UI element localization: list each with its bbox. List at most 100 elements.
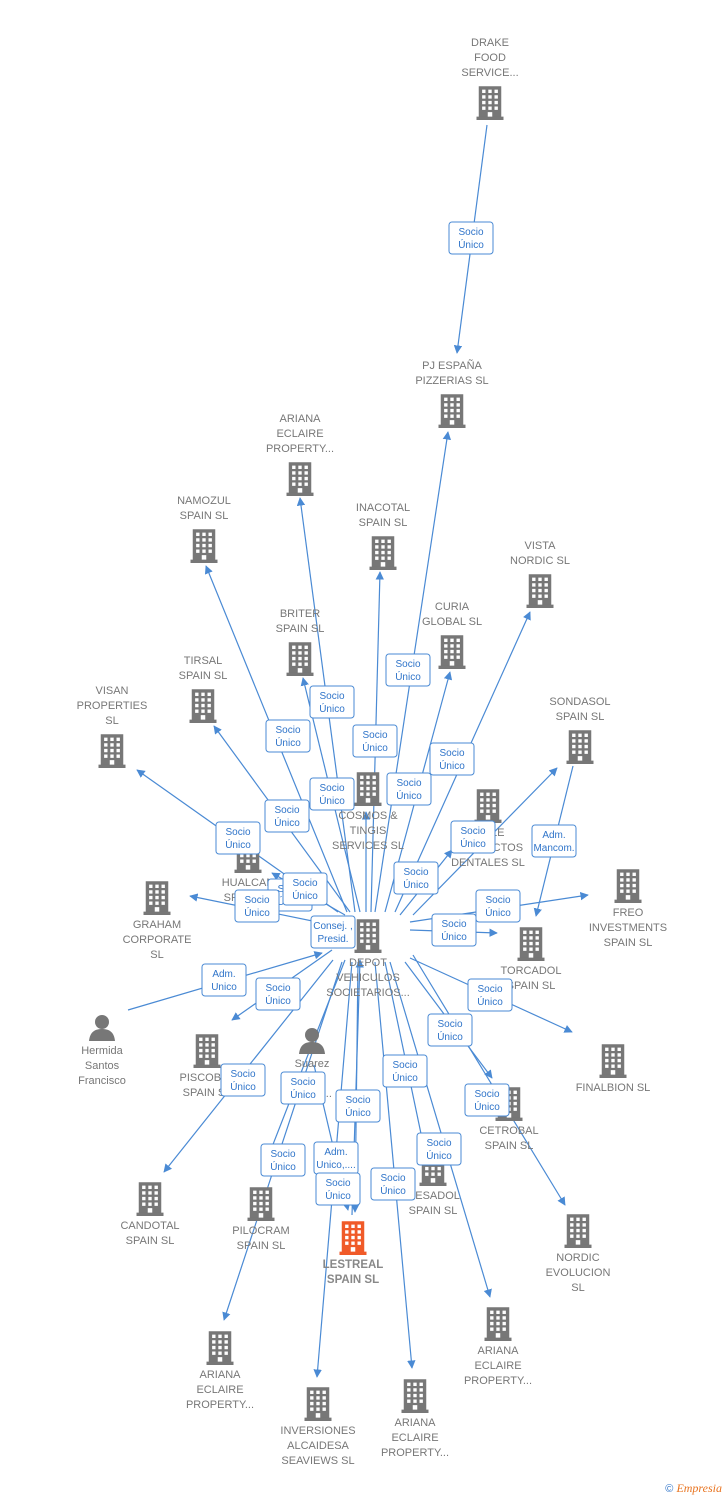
node-label-line: CURIA xyxy=(435,601,470,613)
edge-label-hermida-to-depot[interactable]: Adm.Unico xyxy=(201,963,247,997)
node-label-line: SOCIETARIOS... xyxy=(326,987,410,999)
node-label-line: SERVICE... xyxy=(461,67,518,79)
node-label-line: SPAIN SL xyxy=(485,1140,534,1152)
node-drake[interactable]: DRAKEFOODSERVICE... xyxy=(461,37,519,120)
edge-labels-layer: SocioÚnicoSocioÚnicoSocioÚnicoSocioÚnico… xyxy=(201,221,577,1206)
edge-label-line: Único xyxy=(225,838,251,851)
edge-label-line: Socio xyxy=(270,1149,295,1160)
person-icon xyxy=(299,1028,325,1054)
node-label-line: DEPOT xyxy=(349,957,387,969)
node-finalbion[interactable]: FINALBION SL xyxy=(576,1044,651,1094)
edge-label-line: Único xyxy=(437,1030,463,1043)
building-icon xyxy=(401,1379,429,1413)
node-label-line: Hermida xyxy=(81,1045,123,1057)
edge-label-line: Único xyxy=(395,670,421,683)
node-label-line: DENTALES SL xyxy=(451,857,525,869)
edge-label-lestreal-to-depot[interactable]: Consej. ,Presid. xyxy=(310,915,356,949)
node-label-line: HUALCAN xyxy=(222,877,275,889)
node-label-line: PROPERTY... xyxy=(464,1375,532,1387)
edge-label-suarez-to-lestreal[interactable]: Adm.Unico,.... xyxy=(313,1141,359,1175)
edge-label-line: Unico xyxy=(211,982,237,993)
edge-label-line: Socio xyxy=(380,1173,405,1184)
building-icon xyxy=(564,1214,592,1248)
node-label-line: SPAIN SL xyxy=(180,510,229,522)
node-ariana2[interactable]: ARIANAECLAIREPROPERTY... xyxy=(464,1307,532,1387)
edge-label-line: Socio xyxy=(441,919,466,930)
building-icon xyxy=(517,927,545,961)
edge-depot-to-nordic xyxy=(412,954,566,1206)
edge-label-line: Socio xyxy=(460,826,485,837)
node-label-line: GLOBAL SL xyxy=(422,616,482,628)
edge-label-line: Presid. xyxy=(317,934,348,945)
edge-label-line: Único xyxy=(477,995,503,1008)
brand-logo-text[interactable]: Empresia xyxy=(676,1481,722,1495)
node-curia[interactable]: CURIA GLOBAL SL xyxy=(422,601,482,669)
edge-label-line: Socio xyxy=(244,895,269,906)
node-label-line: INVESTMENTS xyxy=(589,922,667,934)
edge-label-sondasol-to-torcadol[interactable]: Adm.Mancom. xyxy=(531,824,577,858)
node-depot[interactable]: DEPOTVEHICULOSSOCIETARIOS... xyxy=(326,919,410,999)
node-label-line: SL xyxy=(150,949,163,961)
node-ariana1[interactable]: ARIANAECLAIREPROPERTY... xyxy=(266,413,334,496)
node-label-line: PROPERTY... xyxy=(266,443,334,455)
copyright-notice: © Empresia xyxy=(665,1481,722,1496)
node-label-line: PROPERTY... xyxy=(381,1447,449,1459)
node-label-line: GRAHAM xyxy=(133,919,181,931)
node-ariana4[interactable]: ARIANAECLAIREPROPERTY... xyxy=(381,1379,449,1459)
edge-label-line: Único xyxy=(325,1189,351,1202)
node-label-line: SPAIN SL xyxy=(237,1240,286,1252)
node-ariana3[interactable]: ARIANAECLAIREPROPERTY... xyxy=(186,1331,254,1411)
edge-label-line: Único xyxy=(441,930,467,943)
edge-label-line: Socio xyxy=(275,725,300,736)
node-label-line: ARIANA xyxy=(280,413,322,425)
